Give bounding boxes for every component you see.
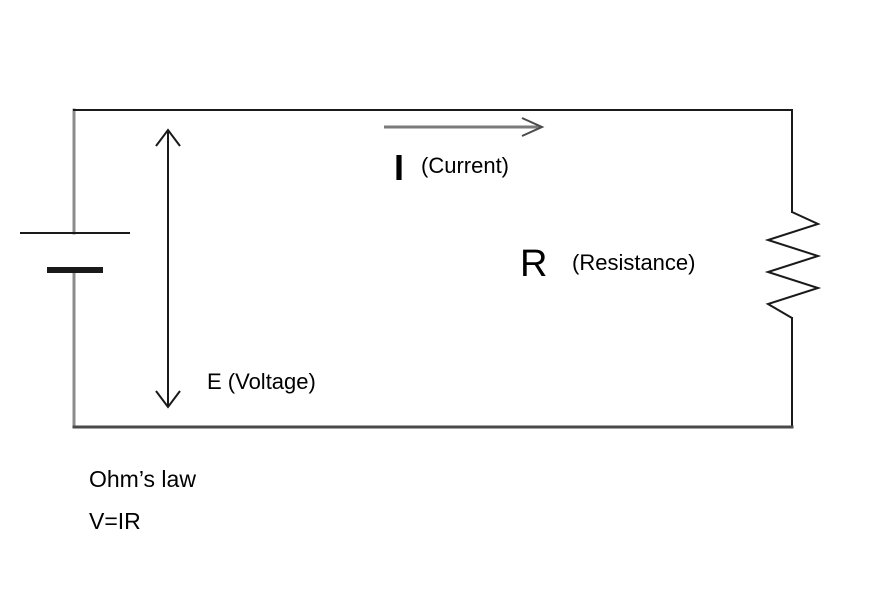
resistor-symbol [764, 211, 822, 319]
resistance-label: (Resistance) [572, 250, 695, 275]
caption-formula: V=IR [89, 508, 141, 534]
current-label: (Current) [421, 153, 509, 178]
current-arrow [384, 117, 545, 137]
battery-symbol [20, 232, 130, 273]
resistance-symbol: R [520, 243, 547, 285]
caption-title: Ohm’s law [89, 466, 196, 492]
current-symbol: I [394, 147, 404, 188]
voltage-label: E (Voltage) [207, 369, 316, 394]
voltage-arrow [155, 128, 181, 409]
circuit-wires [72, 108, 794, 429]
